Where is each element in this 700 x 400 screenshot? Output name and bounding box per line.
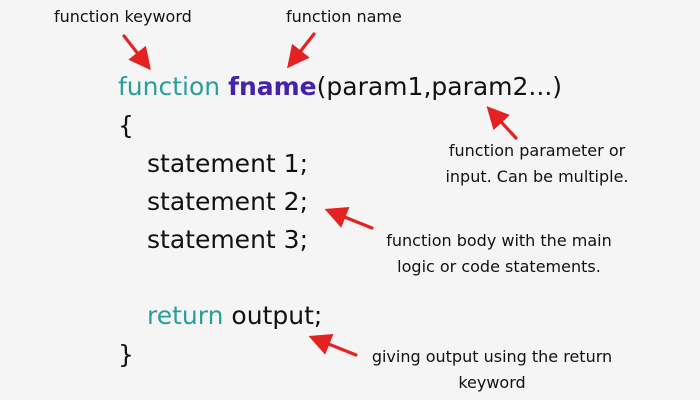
arrow-to-function-keyword — [122, 34, 151, 71]
annotation-function-body-line2: logic or code statements. — [397, 257, 601, 276]
arrow-to-parameters — [486, 106, 518, 140]
arrow-to-function-name — [287, 32, 316, 69]
return-statement: return output; — [147, 300, 322, 332]
function-keyword: function — [118, 72, 221, 101]
annotation-parameters: function parameter or input. Can be mult… — [432, 138, 642, 190]
statement-2: statement 2; — [147, 187, 308, 216]
annotation-function-keyword: function keyword — [54, 7, 192, 26]
return-keyword: return — [147, 301, 224, 330]
function-params: (param1,param2...) — [316, 72, 563, 101]
function-name: fname — [228, 72, 317, 101]
return-value: output; — [231, 301, 323, 330]
arrow-to-function-body — [324, 206, 374, 230]
function-signature: function fname(param1,param2...) — [118, 71, 562, 103]
statement-3: statement 3; — [147, 225, 308, 254]
annotation-parameters-line1: function parameter or — [448, 141, 626, 160]
annotation-function-body-line1: function body with the main — [386, 231, 612, 250]
close-brace: } — [118, 340, 134, 369]
statement-1: statement 1; — [147, 149, 308, 178]
open-brace: { — [118, 111, 134, 140]
annotation-return: giving output using the return keyword — [356, 344, 628, 396]
annotation-function-body: function body with the main logic or cod… — [370, 228, 628, 280]
annotation-return-line2: keyword — [458, 373, 526, 392]
annotation-function-name: function name — [286, 7, 402, 26]
annotation-parameters-line2: input. Can be multiple. — [445, 167, 629, 186]
annotation-return-line1: giving output using the return — [371, 347, 613, 366]
arrow-to-return — [308, 333, 358, 357]
